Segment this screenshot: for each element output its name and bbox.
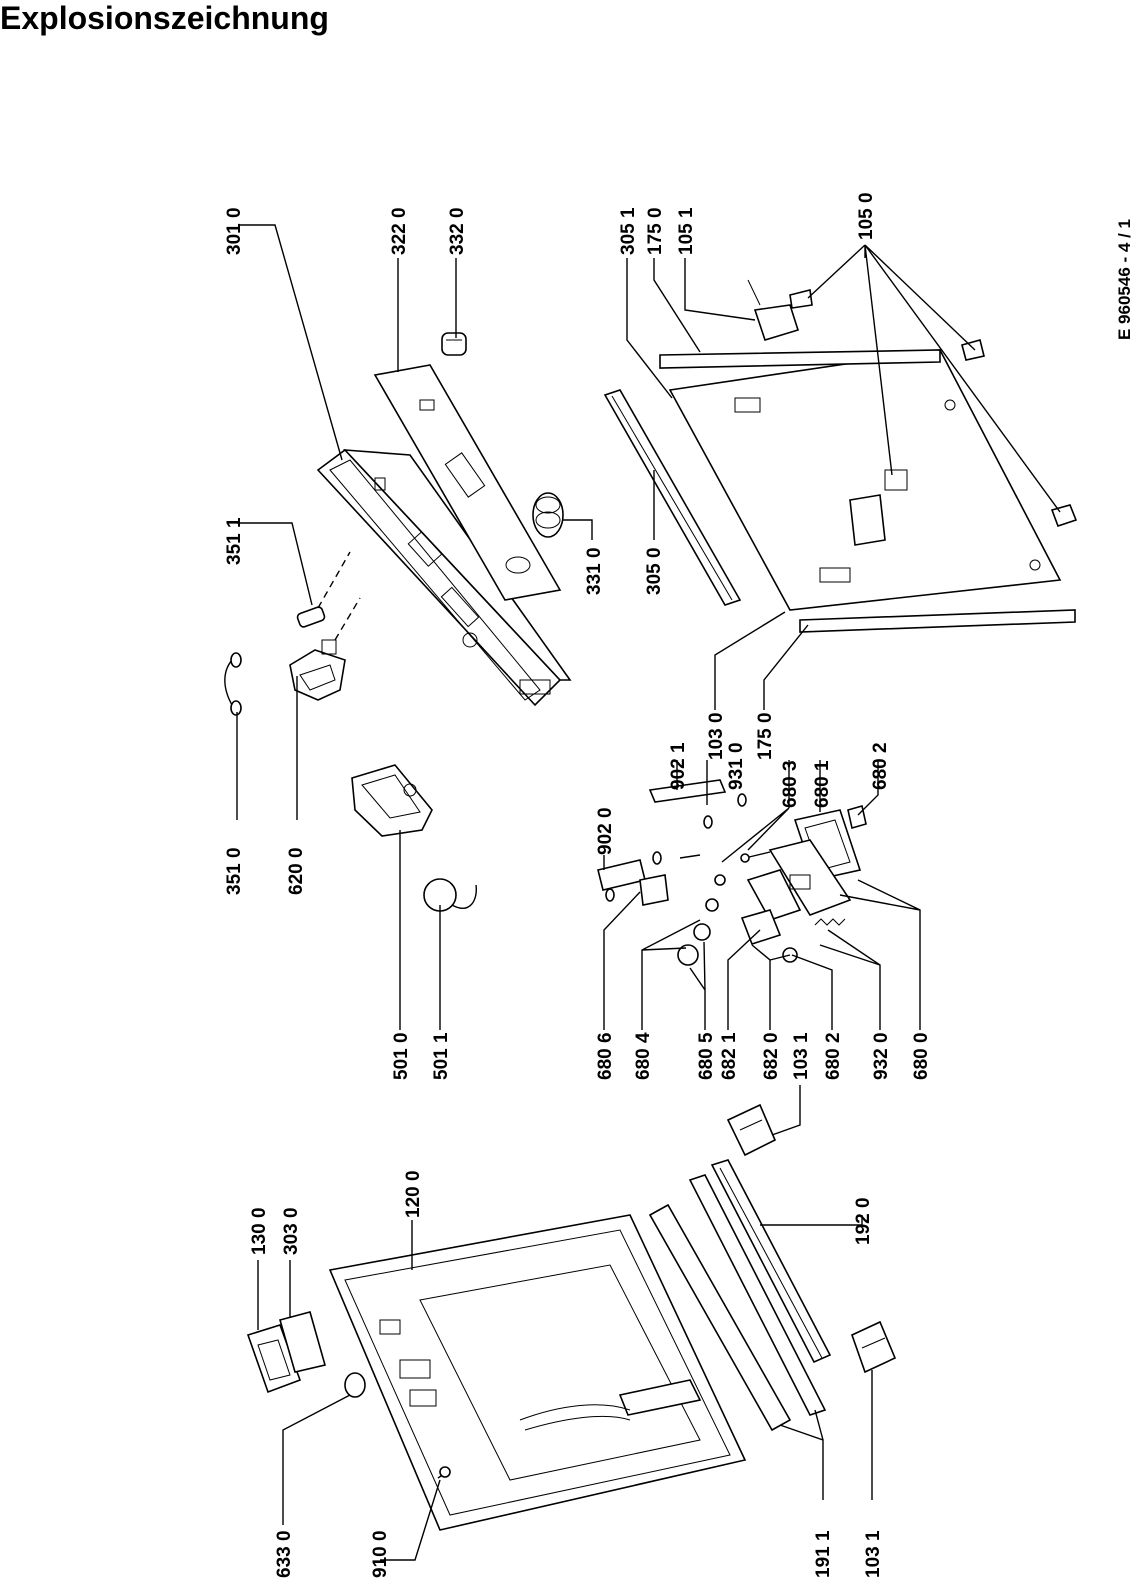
label-175-0-top: 175 0 — [645, 207, 666, 255]
label-682-1: 682 1 — [719, 1032, 740, 1080]
label-120-0: 120 0 — [403, 1170, 424, 1218]
part-strip-middle — [688, 1174, 827, 1416]
label-633-0: 633 0 — [274, 1530, 295, 1578]
part-191-1-strip — [648, 1203, 792, 1432]
part-910-0-screw — [437, 1466, 451, 1479]
part-door-outer-panel — [668, 349, 1062, 611]
part-screws — [679, 851, 771, 863]
part-331-0-knob — [532, 492, 564, 538]
label-192-0: 192 0 — [853, 1197, 874, 1245]
label-105-0: 105 0 — [856, 192, 877, 240]
label-931-0: 931 0 — [726, 742, 747, 790]
label-301-0: 301 0 — [224, 207, 245, 255]
label-105-1: 105 1 — [676, 207, 697, 255]
label-331-0: 331 0 — [584, 547, 605, 595]
part-303-0-lock-cover — [279, 1311, 326, 1373]
label-680-0: 680 0 — [911, 1032, 932, 1080]
label-305-0: 305 0 — [644, 547, 665, 595]
label-130-0: 130 0 — [249, 1207, 270, 1255]
part-120-0-inner-door — [328, 1214, 747, 1531]
part-103-1-endcap-top — [726, 1103, 777, 1157]
label-191-1: 191 1 — [813, 1530, 834, 1578]
part-680-6-bracket — [639, 874, 669, 906]
part-501-0-actuator — [351, 764, 433, 837]
part-105-0-brackets — [789, 289, 1078, 546]
part-175-0-strip — [659, 349, 941, 369]
part-192-0-strip — [710, 1159, 832, 1364]
label-902-1: 902 1 — [668, 742, 689, 790]
part-902-1-lever — [648, 779, 727, 803]
label-305-1: 305 1 — [618, 207, 639, 255]
label-322-0: 322 0 — [389, 207, 410, 255]
part-351-1-clip — [296, 606, 326, 628]
part-902-0-lever — [597, 859, 646, 891]
label-680-2-bottom: 680 2 — [823, 1032, 844, 1080]
part-633-0-cap — [344, 1372, 366, 1398]
page-title: Explosionszeichnung — [0, 0, 329, 36]
label-351-0: 351 0 — [224, 847, 245, 895]
part-105-1-hinge — [747, 279, 800, 341]
label-680-4: 680 4 — [633, 1032, 654, 1080]
part-680-4-5-rings — [677, 874, 726, 966]
label-680-5: 680 5 — [696, 1032, 717, 1080]
part-175-0-bottom-strip — [799, 609, 1076, 633]
part-322-0-fascia — [373, 364, 562, 601]
label-680-3: 680 3 — [780, 760, 801, 808]
label-351-1: 351 1 — [224, 517, 245, 565]
label-620-0: 620 0 — [286, 847, 307, 895]
part-301-0-control-panel — [316, 448, 572, 707]
part-332-0-button — [441, 332, 467, 356]
part-130-0-lock — [246, 1324, 302, 1394]
label-682-0: 682 0 — [761, 1032, 782, 1080]
drawing-code: E 960546 - 4 / 1 — [1115, 219, 1134, 340]
label-910-0: 910 0 — [370, 1530, 391, 1578]
part-620-0-switch — [289, 639, 346, 701]
part-931-0-springs — [605, 793, 747, 902]
part-351-0-cable — [224, 652, 242, 716]
label-680-6: 680 6 — [595, 1032, 616, 1080]
label-932-0: 932 0 — [871, 1032, 892, 1080]
label-175-0-mid: 175 0 — [755, 712, 776, 760]
label-501-0: 501 0 — [391, 1032, 412, 1080]
label-332-0: 332 0 — [447, 207, 468, 255]
label-103-1-bottom: 103 1 — [863, 1530, 884, 1578]
part-682-0-cover — [740, 869, 802, 945]
label-501-1: 501 1 — [431, 1032, 452, 1080]
label-103-1-top: 103 1 — [791, 1032, 812, 1080]
part-103-1-endcap-bottom — [851, 1320, 897, 1374]
label-680-1: 680 1 — [812, 760, 833, 808]
part-305-0-rail — [603, 389, 742, 606]
part-680-0-housing — [768, 839, 852, 916]
label-303-0: 303 0 — [281, 1207, 302, 1255]
part-501-1-cap — [423, 878, 477, 912]
label-902-0: 902 0 — [595, 807, 616, 855]
label-103-0: 103 0 — [706, 712, 727, 760]
label-680-2-top: 680 2 — [870, 742, 891, 790]
